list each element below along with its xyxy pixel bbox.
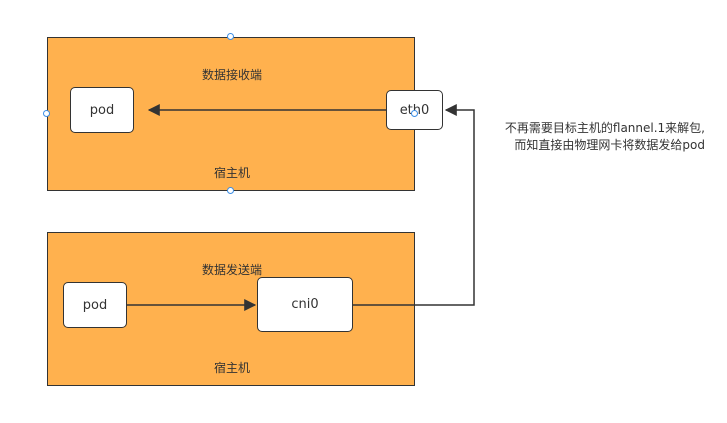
selection-handle-left[interactable] (43, 110, 50, 117)
receiver-host-footer: 宿主机 (213, 166, 250, 180)
receiver-host-title: 数据接收端 (201, 68, 262, 82)
sender-pod-label: pod (82, 297, 108, 313)
sender-pod-node[interactable]: pod (63, 282, 127, 328)
receiver-pod-label: pod (89, 102, 115, 118)
annotation-line-1: 不再需要目标主机的flannel.1来解包, (504, 121, 705, 135)
sender-host-footer: 宿主机 (213, 361, 250, 375)
annotation-text[interactable]: 不再需要目标主机的flannel.1来解包, 而知直接由物理网卡将数据发给pod (505, 120, 705, 154)
selection-handle-right[interactable] (411, 110, 418, 117)
sender-host-title: 数据发送端 (201, 263, 262, 277)
annotation-line-2: 而知直接由物理网卡将数据发给pod (514, 138, 705, 152)
receiver-pod-node[interactable]: pod (70, 87, 134, 133)
selection-handle-bottom[interactable] (227, 187, 234, 194)
selection-handle-top[interactable] (227, 33, 234, 40)
cni0-node[interactable]: cni0 (257, 277, 353, 332)
cni0-label: cni0 (291, 297, 319, 312)
